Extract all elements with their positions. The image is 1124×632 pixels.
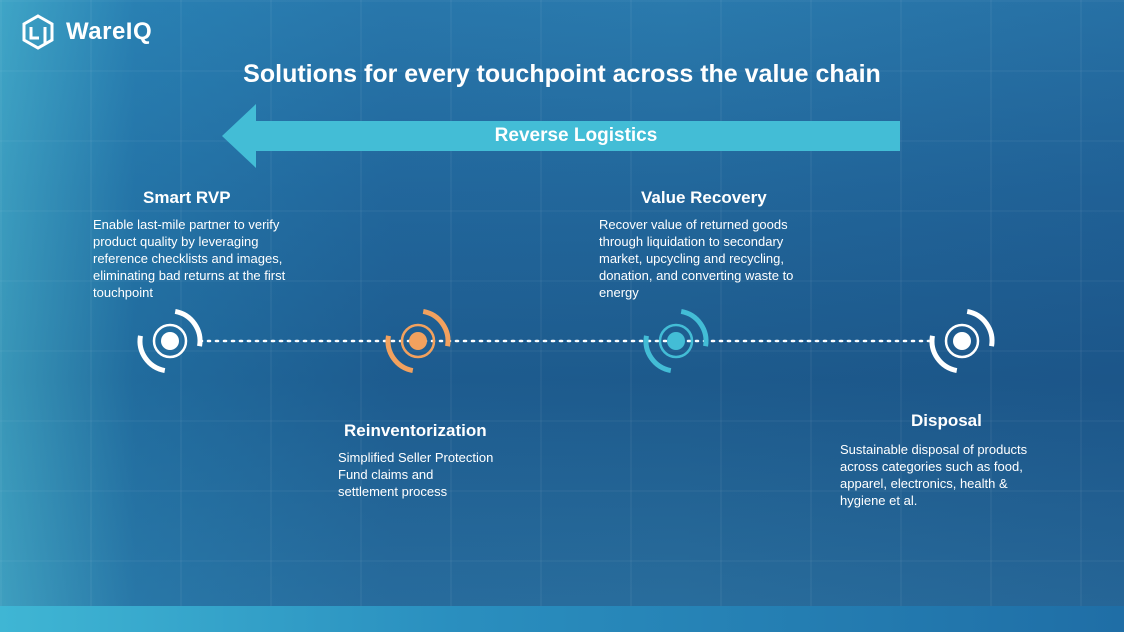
brand-name: WareIQ (66, 18, 153, 45)
reverse-logistics-arrow: Reverse Logistics (222, 104, 902, 168)
stage-desc-value-recovery: Recover value of returned goods through … (599, 217, 794, 300)
brand-logo: WareIQ (20, 14, 152, 50)
stage-title-value-recovery: Value Recovery (641, 188, 767, 207)
arrow-label: Reverse Logistics (494, 125, 658, 146)
stage-desc-smart-rvp: Enable last-mile partner to verify produ… (93, 217, 286, 300)
stage-desc-reinventorization: Simplified Seller Protection Fund claims… (338, 450, 494, 499)
left-arrow-icon (222, 104, 900, 168)
bottom-accent-bar (0, 606, 1124, 632)
stage-title-reinventorization: Reinventorization (344, 421, 487, 440)
stage-title-smart-rvp: Smart RVP (143, 188, 231, 207)
wareiq-logo-icon (22, 14, 54, 50)
page-title: Solutions for every touchpoint across th… (243, 60, 881, 88)
stage-desc-disposal: Sustainable disposal of products across … (840, 442, 1028, 508)
stage-title-disposal: Disposal (911, 411, 982, 430)
